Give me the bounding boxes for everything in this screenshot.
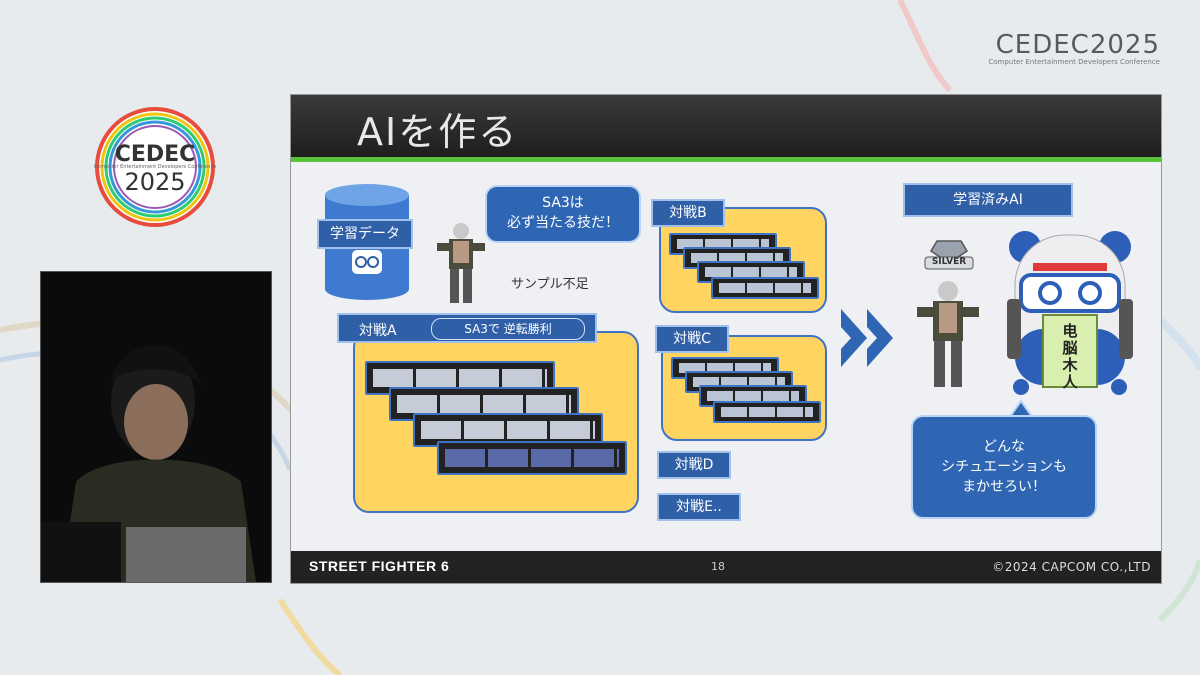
ai-speech-bubble: どんな シチュエーションも まかせろい！ (911, 415, 1097, 519)
silver-rank-badge: SILVER (923, 237, 975, 277)
sa3-bubble-line1: SA3は (542, 195, 584, 211)
robot-mascot: 电脳木人 (995, 229, 1145, 401)
training-data-label: 学習データ (317, 219, 413, 249)
sa3-speech-bubble: SA3は 必ず当たる技だ！ (485, 185, 641, 243)
ring-subtitle: Computer Entertainment Developers Confer… (93, 164, 217, 170)
slide-header: AIを作る (291, 95, 1161, 162)
sa3-bubble-line2: 必ず当たる技だ！ (507, 215, 619, 231)
slide-title: AIを作る (357, 110, 519, 154)
trained-ai-fighter (917, 281, 979, 387)
match-a-result: SA3で 逆転勝利 (431, 318, 585, 340)
match-c-label: 対戦C (655, 325, 729, 353)
match-a-film-4 (437, 441, 627, 475)
header-accent-bar (291, 157, 1161, 162)
cedec-ring-logo: CEDEC Computer Entertainment Developers … (92, 104, 218, 230)
match-e-label: 対戦E.. (657, 493, 741, 521)
match-a-label: 対戦A (359, 323, 397, 339)
fighter-figure (437, 223, 485, 303)
sample-shortage-text: サンプル不足 (511, 277, 589, 292)
speaker-silhouette (41, 345, 256, 582)
robot-sign-text: 电脳木人 (1062, 322, 1078, 391)
slide-footer: STREET FIGHTER 6 18 ©2024 CAPCOM CO.,LTD (291, 551, 1161, 583)
robot-mascot-graphic (1007, 231, 1133, 395)
ai-bubble-line1: どんな (983, 439, 1025, 455)
ai-bubble-line2: シチュエーションも (941, 459, 1067, 475)
match-b-label: 対戦B (651, 199, 725, 227)
match-c-film-4 (713, 401, 821, 423)
trained-ai-label: 学習済みAI (903, 183, 1073, 217)
corner-brand: CEDEC2025 (995, 30, 1160, 60)
match-a-header: 対戦A SA3で 逆転勝利 (337, 313, 597, 343)
corner-subtitle: Computer Entertainment Developers Confer… (988, 58, 1160, 66)
match-b-film-4 (711, 277, 819, 299)
page-number: 18 (711, 560, 725, 573)
rank-emblem-icon (924, 240, 974, 270)
copyright-text: ©2024 CAPCOM CO.,LTD (992, 560, 1151, 574)
chevron-right-arrow-icon (841, 309, 893, 367)
ring-year: 2025 (124, 168, 186, 196)
ai-bubble-line3: まかせろい！ (962, 479, 1046, 495)
match-d-label: 対戦D (657, 451, 731, 479)
presentation-slide: AIを作る 学習データ SA3は 必ず当たる技だ！ サンプル不足 対戦A SA3… (290, 94, 1162, 584)
ring-graphic (95, 107, 215, 227)
game-logo: STREET FIGHTER 6 (309, 558, 450, 574)
ring-brand: CEDEC (114, 142, 196, 167)
corner-logo: CEDEC2025 Computer Entertainment Develop… (988, 30, 1160, 66)
speaker-camera (40, 271, 272, 583)
rank-badge-text: SILVER (931, 257, 967, 267)
